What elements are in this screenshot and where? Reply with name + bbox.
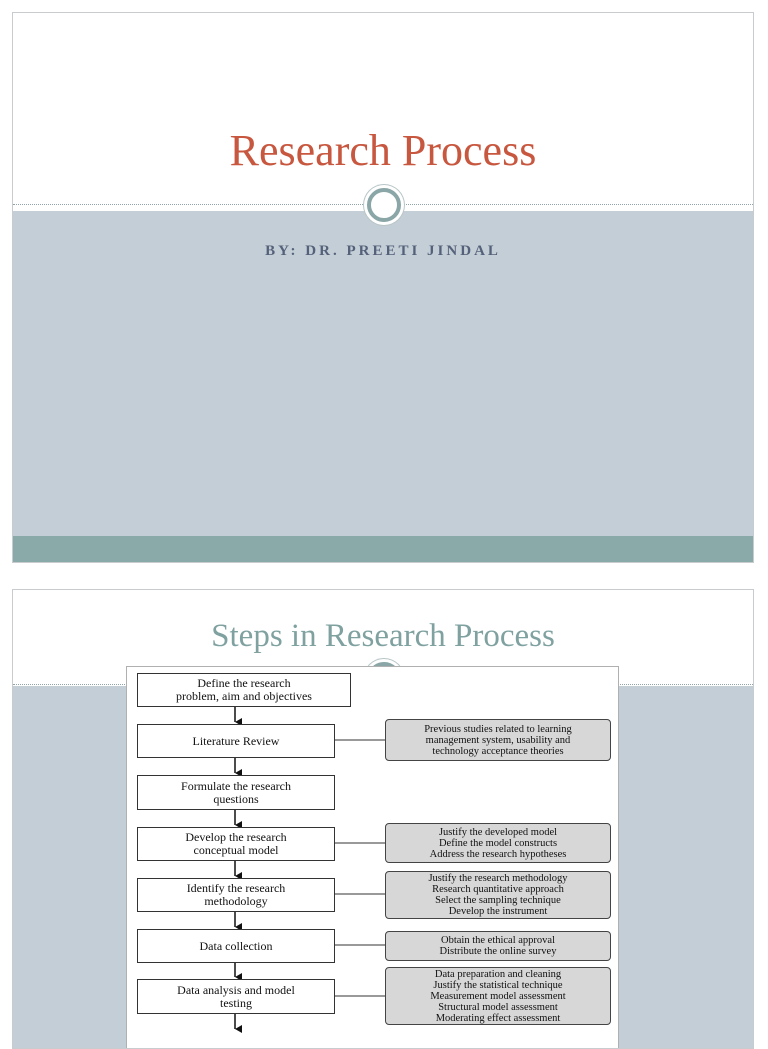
flow-step: Data collection bbox=[137, 929, 335, 963]
flow-step: Identify the research methodology bbox=[137, 878, 335, 912]
ring-ornament-icon bbox=[367, 188, 401, 222]
slide-title: Research Process bbox=[229, 126, 537, 175]
author-byline: BY: DR. PREETI JINDAL bbox=[265, 243, 501, 259]
flow-step: Literature Review bbox=[137, 724, 335, 758]
step-note: Justify the research methodology Researc… bbox=[385, 871, 611, 919]
slide-title: Steps in Research Process bbox=[211, 618, 555, 654]
step-note: Justify the developed model Define the m… bbox=[385, 823, 611, 863]
title-slide: Research Process BY: DR. PREETI JINDAL bbox=[12, 12, 754, 563]
flow-step: Data analysis and model testing bbox=[137, 979, 335, 1014]
step-note: Previous studies related to learning man… bbox=[385, 719, 611, 761]
flow-step: Formulate the research questions bbox=[137, 775, 335, 810]
title-band bbox=[13, 13, 753, 211]
flowchart-connectors bbox=[234, 707, 385, 1033]
step-note: Data preparation and cleaning Justify th… bbox=[385, 967, 611, 1025]
step-note: Obtain the ethical approval Distribute t… bbox=[385, 931, 611, 961]
process-flowchart: Define the research problem, aim and obj… bbox=[126, 666, 619, 1048]
flow-step: Define the research problem, aim and obj… bbox=[137, 673, 351, 707]
flow-step: Develop the research conceptual model bbox=[137, 827, 335, 861]
steps-slide: Steps in Research Process Define the res… bbox=[12, 589, 754, 1049]
footer-bar bbox=[13, 536, 753, 562]
